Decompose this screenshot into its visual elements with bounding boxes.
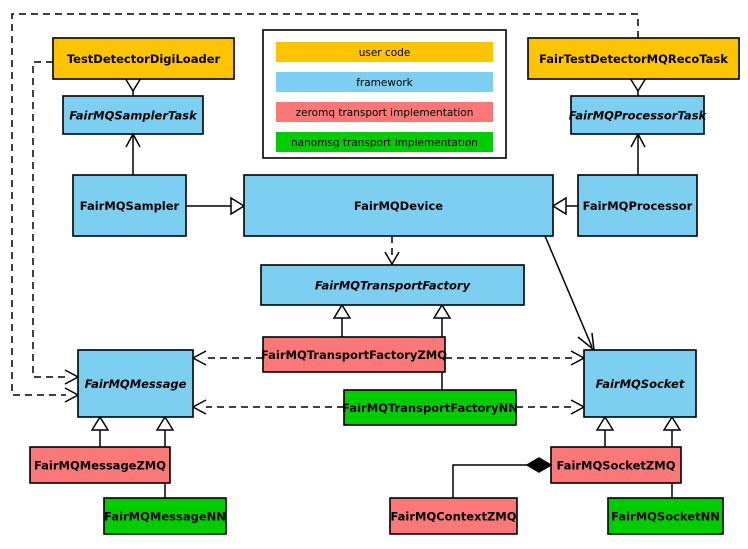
arrowhead-open-transportfactory [384, 251, 400, 266]
edge-recotask-to-message-path [11, 13, 639, 396]
edge-digiloader-to-message-path [32, 61, 66, 378]
class-node-fairmqsamplertask[interactable]: FairMQSamplerTask [62, 95, 204, 135]
class-node-fairmqcontextzmq[interactable]: FairMQContextZMQ [389, 497, 518, 535]
class-node-box [550, 446, 682, 484]
class-node-box [343, 389, 517, 426]
legend-label: user code [359, 47, 411, 59]
class-node-box [52, 37, 235, 80]
class-node-testdetectordigiloader[interactable]: TestDetectorDigiLoader [52, 37, 235, 80]
class-node-box [389, 497, 518, 535]
class-node-fairtestdetectormqrecotask[interactable]: FairTestDetectorMQRecoTask [527, 37, 740, 80]
arrowhead-open-message-from-recotask [64, 387, 80, 403]
legend-label: nanomsg transport implementation [291, 137, 478, 149]
class-node-label: FairMQSocket [596, 377, 685, 391]
color-legend: user code framework zeromq transport imple… [262, 29, 507, 159]
class-node-fairmqdevice[interactable]: FairMQDevice [243, 174, 554, 237]
class-node-label: FairMQSocketNN [611, 510, 720, 524]
legend-label: zeromq transport implementation [296, 107, 474, 119]
class-node-fairmqtransportfactory[interactable]: FairMQTransportFactory [260, 264, 525, 306]
legend-item-nanomsg: nanomsg transport implementation [276, 132, 493, 152]
class-node-label: FairMQSampler [80, 199, 180, 213]
legend-label: framework [356, 77, 413, 89]
legend-swatch [276, 102, 493, 122]
legend-item-zeromq: zeromq transport implementation [276, 102, 493, 122]
class-node-box [243, 174, 554, 237]
class-node-fairmqsocketnn[interactable]: FairMQSocketNN [607, 497, 724, 535]
legend-swatch [276, 132, 493, 152]
class-node-fairmqprocessortask[interactable]: FairMQProcessorTask [569, 95, 708, 135]
class-node-label: FairTestDetectorMQRecoTask [539, 52, 728, 66]
class-node-label: FairMQDevice [354, 199, 443, 213]
arrowhead-generalization-recotask [628, 77, 648, 93]
class-node-box [607, 497, 724, 535]
class-node-box [570, 95, 705, 135]
arrowhead-generalization-tf-right [432, 303, 452, 319]
class-node-label: FairMQTransportFactoryZMQ [261, 348, 447, 362]
class-node-fairmqsampler[interactable]: FairMQSampler [72, 174, 187, 237]
class-node-label: FairMQContextZMQ [390, 510, 516, 524]
arrowhead-generalization-socket-right [662, 415, 682, 431]
class-node-label: TestDetectorDigiLoader [67, 52, 221, 66]
class-node-label: FairMQMessageZMQ [34, 459, 166, 473]
arrowhead-generalization-message-right [155, 415, 175, 431]
class-node-fairmqsocketzmq[interactable]: FairMQSocketZMQ [550, 446, 682, 484]
legend-item-framework: framework [276, 72, 493, 92]
dashed-dependency-routes [11, 13, 639, 396]
arrowhead-open-message-from-tfnn [191, 399, 207, 415]
class-node-box [103, 497, 227, 535]
class-node-box [72, 174, 187, 237]
class-node-label: FairMQSocketZMQ [557, 459, 676, 473]
class-node-box [62, 95, 204, 135]
class-node-fairmqprocessor[interactable]: FairMQProcessor [577, 174, 698, 237]
class-node-label: FairMQProcessorTask [569, 109, 708, 123]
class-node-box [29, 446, 171, 484]
legend-swatch [276, 72, 493, 92]
class-node-label: FairMQMessageNN [104, 510, 226, 524]
legend-swatch [276, 42, 493, 62]
class-node-fairmqtransportfactoryzmq[interactable]: FairMQTransportFactoryZMQ [261, 336, 447, 373]
edge-contextzmq-to-socketzmq [452, 464, 538, 498]
class-node-label: FairMQTransportFactoryNN [342, 401, 518, 415]
arrowhead-generalization-message-left [90, 415, 110, 431]
legend-item-user-code: user code [276, 42, 493, 62]
class-node-fairmqmessagenn[interactable]: FairMQMessageNN [103, 497, 227, 535]
class-node-fairmqmessage[interactable]: FairMQMessage [77, 349, 194, 418]
class-node-label: FairMQTransportFactory [315, 279, 471, 293]
class-node-box [260, 264, 525, 306]
class-node-box [577, 174, 698, 237]
arrowhead-generalization-device-right [551, 196, 567, 216]
arrowhead-generalization-socket-left [595, 415, 615, 431]
class-node-fairmqtransportfactorynn[interactable]: FairMQTransportFactoryNN [342, 389, 518, 426]
arrowhead-composition-socketzmq [525, 457, 553, 473]
arrowhead-open-device-to-socket [577, 332, 595, 352]
class-node-fairmqmessagezmq[interactable]: FairMQMessageZMQ [29, 446, 171, 484]
class-node-box [262, 336, 446, 373]
class-node-label: FairMQProcessor [583, 199, 693, 213]
arrowhead-open-message-from-tfzmq [191, 350, 207, 366]
arrowhead-open-socket-from-tfzmq [570, 350, 586, 366]
class-nodes: TestDetectorDigiLoaderFairMQSamplerTaskF… [29, 37, 740, 535]
class-node-box [583, 349, 697, 418]
class-node-label: FairMQSamplerTask [69, 109, 198, 123]
arrowhead-generalization-tf-left [332, 303, 352, 319]
arrowhead-open-socket-from-tfnn [570, 399, 586, 415]
arrowhead-open-message-from-digiloader [64, 369, 80, 385]
class-node-label: FairMQMessage [85, 377, 187, 391]
class-node-box [527, 37, 740, 80]
arrowhead-generalization-device-left [230, 196, 246, 216]
class-node-box [77, 349, 194, 418]
class-node-fairmqsocket[interactable]: FairMQSocket [583, 349, 697, 418]
edge-device-to-socket [544, 235, 593, 348]
arrowhead-generalization-digiloader [123, 77, 143, 93]
